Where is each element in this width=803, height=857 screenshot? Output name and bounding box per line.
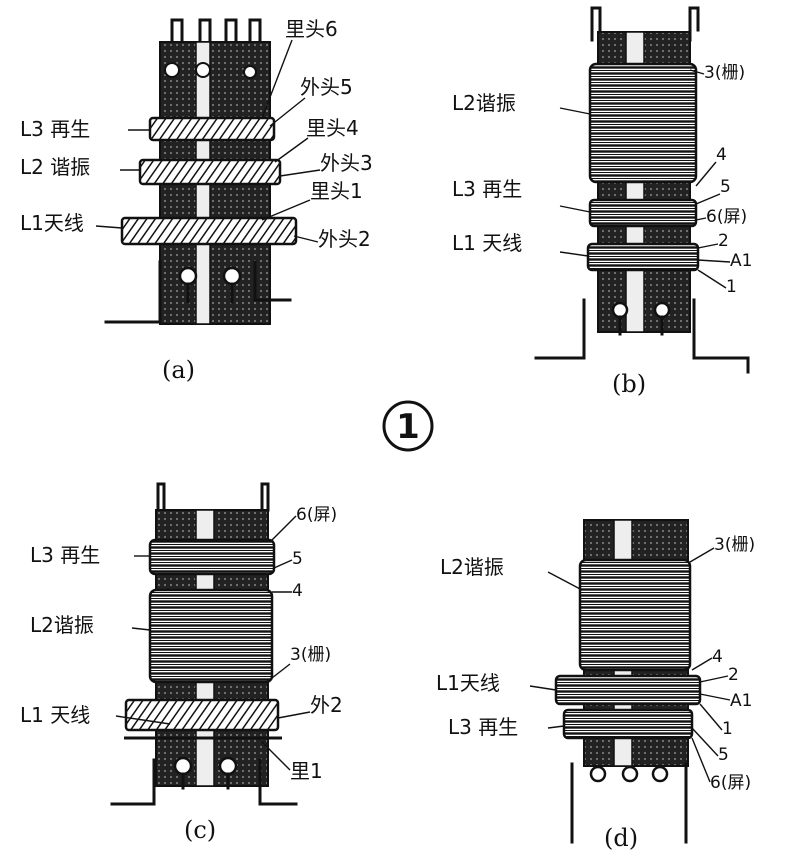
coil-disc-l2-a (138, 158, 282, 186)
tap-label-d-2: 2 (728, 665, 739, 685)
coil-label-l3-d: L3 再生 (448, 715, 518, 739)
tap-label-b-3: 6(屏) (706, 207, 747, 227)
tap-label-d-1: 4 (712, 647, 723, 667)
tap-label-c-2: 4 (292, 581, 303, 601)
tap-label-a-3: 外头3 (320, 151, 373, 175)
coil-label-l1-a: L1天线 (20, 211, 84, 235)
coil-label-l3-b: L3 再生 (452, 177, 522, 201)
coil-disc-l3-a (148, 116, 276, 142)
coil-disc-l1-a (120, 216, 298, 246)
panel-caption-d: (d) (604, 824, 638, 852)
coil-label-l2-a: L2 谐振 (20, 155, 90, 179)
tap-label-d-6: 6(屏) (710, 773, 751, 793)
panel-caption-b: (b) (612, 370, 646, 398)
tap-label-b-2: 5 (720, 177, 731, 197)
tap-label-c-4: 外2 (310, 693, 343, 717)
panel-d: L2谐振 L1天线 L3 再生 3(栅) 4 2 A1 1 5 6(屏) (d) (436, 519, 755, 852)
tap-label-b-0: 3(栅) (704, 63, 745, 83)
coil-winding-l2-d (578, 558, 692, 672)
tap-label-b-6: 1 (726, 277, 737, 297)
tap-label-b-4: 2 (718, 231, 729, 251)
panel-caption-a: (a) (162, 356, 195, 384)
coil-winding-l1-b (586, 242, 700, 272)
tap-label-a-1: 外头5 (300, 75, 353, 99)
coil-label-l3-a: L3 再生 (20, 117, 90, 141)
coil-label-l2-c: L2谐振 (30, 613, 94, 637)
tap-label-a-0: 里头6 (285, 17, 338, 41)
coil-label-l3-c: L3 再生 (30, 543, 100, 567)
tap-label-c-5: 里1 (290, 759, 323, 783)
tap-label-d-4: 1 (722, 719, 733, 739)
figure-number-text: 1 (396, 407, 420, 447)
tap-label-d-5: 5 (718, 745, 729, 765)
panel-c: L3 再生 L2谐振 L1 天线 6(屏) 5 4 3(栅) 外2 里1 (c) (20, 482, 343, 844)
tap-label-c-1: 5 (292, 549, 303, 569)
panel-caption-c: (c) (184, 816, 216, 844)
tap-label-d-0: 3(栅) (714, 535, 755, 555)
coil-winding-l2-b (588, 62, 698, 184)
coil-winding-l3-c (148, 538, 276, 576)
coil-label-l2-b: L2谐振 (452, 91, 516, 115)
panel-a: L3 再生 L2 谐振 L1天线 里头6 外头5 里头4 外头3 里头1 外头2… (20, 17, 373, 384)
coil-winding-l1-d (554, 674, 702, 706)
coil-label-l1-d: L1天线 (436, 671, 500, 695)
tap-label-a-2: 里头4 (306, 116, 359, 140)
tap-label-a-4: 里头1 (310, 179, 363, 203)
coil-label-l1-c: L1 天线 (20, 703, 90, 727)
coil-winding-l2-c (148, 588, 274, 684)
coil-disc-l1-c (124, 698, 280, 732)
coil-label-l2-d: L2谐振 (440, 555, 504, 579)
tap-label-b-1: 4 (716, 145, 727, 165)
coil-label-l1-b: L1 天线 (452, 231, 522, 255)
tap-label-b-5: A1 (730, 251, 752, 271)
tap-label-d-3: A1 (730, 691, 752, 711)
coil-winding-l3-d (562, 708, 694, 740)
tap-label-a-5: 外头2 (318, 227, 371, 251)
coil-winding-l3-b (588, 198, 698, 228)
tap-label-c-3: 3(栅) (290, 645, 331, 665)
figure-number: 1 (382, 400, 434, 452)
panel-b: L2谐振 L3 再生 L1 天线 3(栅) 4 5 6(屏) 2 A1 1 (b… (452, 6, 752, 398)
tap-label-c-0: 6(屏) (296, 505, 337, 525)
